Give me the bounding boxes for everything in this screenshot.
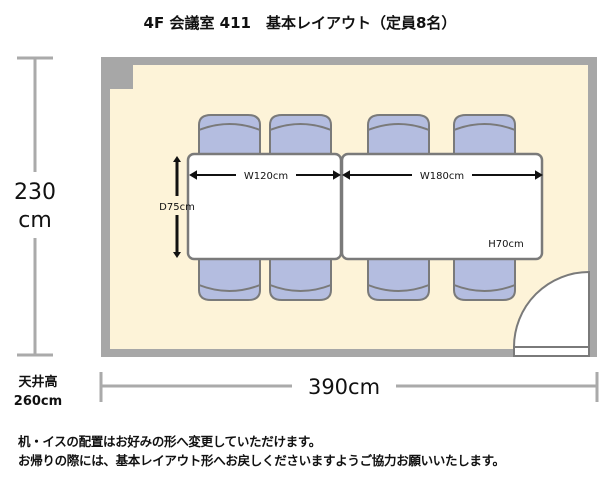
door <box>512 270 590 357</box>
room-width-label: 390cm <box>308 375 380 399</box>
chair-back <box>453 284 516 292</box>
chair-back <box>269 123 332 131</box>
diagram-title: 4F 会議室 411 基本レイアウト（定員8名） <box>144 14 457 32</box>
table-1 <box>186 152 343 261</box>
width-dimension-line <box>99 372 599 402</box>
table-2-width-arrow <box>342 170 543 180</box>
table-1-width-arrow <box>189 170 341 180</box>
note-line-2: お帰りの際には、基本レイアウト形へお戻しくださいますようご協力お願いいたします。 <box>18 453 505 468</box>
chair-bottom-1 <box>198 253 261 301</box>
table-2 <box>340 152 544 261</box>
room-height-value: 230 <box>14 180 56 205</box>
height-dimension-line <box>17 56 53 357</box>
chair-bottom-2 <box>269 253 332 301</box>
chair-back <box>453 123 516 131</box>
room-height-unit: cm <box>18 208 52 233</box>
chair-back <box>269 284 332 292</box>
table-2-width-label: W180cm <box>420 171 464 182</box>
table-1-width-label: W120cm <box>244 171 288 182</box>
chair-back <box>198 123 261 131</box>
chairs <box>198 114 516 301</box>
note-line-1: 机・イスの配置はお好みの形へ変更していただけます。 <box>18 434 322 449</box>
chair-bottom-3 <box>367 253 430 301</box>
chair-bottom-4 <box>453 253 516 301</box>
ceiling-label: 天井高 <box>18 374 57 390</box>
ceiling-value: 260cm <box>14 394 62 409</box>
chair-back <box>367 123 430 131</box>
pillar <box>110 65 133 89</box>
chair-back <box>367 284 430 292</box>
chair-back <box>198 284 261 292</box>
table-height-label: H70cm <box>488 239 523 250</box>
table-depth-label: D75cm <box>159 202 195 213</box>
table-depth-arrow <box>173 156 181 258</box>
